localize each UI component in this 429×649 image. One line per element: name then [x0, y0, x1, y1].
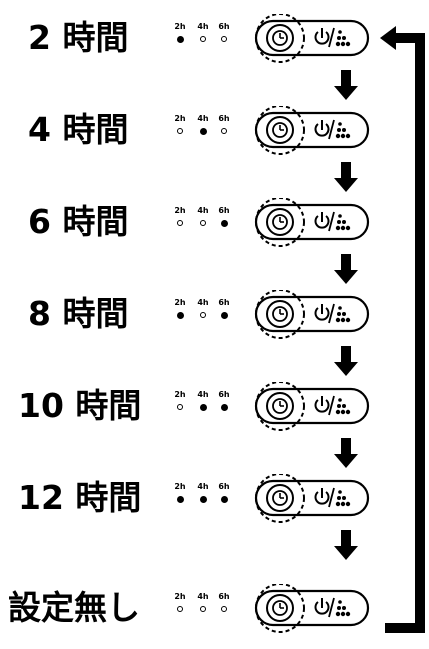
led-hour-label: 6h: [218, 390, 230, 399]
timer-button-icon[interactable]: [266, 594, 294, 622]
led-hour-label: 6h: [218, 298, 230, 307]
led-hour-label: 6h: [218, 592, 230, 601]
led-hour-label: 6h: [218, 114, 230, 123]
step-duration-label: 8 時間: [28, 294, 129, 333]
led-hour-label: 2h: [174, 592, 186, 601]
led-indicator-group: 2h 4h 6h: [172, 114, 234, 150]
led-off-indicator: [221, 606, 227, 612]
timer-button-icon[interactable]: [266, 484, 294, 512]
next-step-arrow-icon: [334, 346, 358, 376]
control-panel: [254, 290, 370, 339]
led-indicator-group: 2h 4h 6h: [172, 482, 234, 518]
led-on-indicator: [200, 496, 207, 503]
next-step-arrow-icon: [334, 162, 358, 192]
power-fan-button-icon[interactable]: [314, 27, 351, 48]
led-hour-label: 2h: [174, 114, 186, 123]
led-hour-label: 6h: [218, 482, 230, 491]
step-duration-label: 10 時間: [18, 386, 142, 425]
next-step-arrow-icon: [334, 254, 358, 284]
led-indicator-group: 2h 4h 6h: [172, 206, 234, 242]
led-hour-label: 4h: [197, 390, 209, 399]
step-duration-label: 設定無し: [8, 588, 140, 627]
timer-step-row: 2 時間 2h 4h 6h: [0, 6, 429, 76]
led-on-indicator: [221, 404, 228, 411]
led-hour-label: 6h: [218, 206, 230, 215]
led-off-indicator: [177, 220, 183, 226]
led-off-indicator: [200, 606, 206, 612]
control-panel: [254, 198, 370, 247]
led-hour-label: 4h: [197, 592, 209, 601]
timer-step-row: 6 時間 2h 4h 6h: [0, 190, 429, 260]
led-on-indicator: [221, 496, 228, 503]
control-panel: [254, 474, 370, 523]
timer-step-row: 10 時間 2h 4h 6h: [0, 374, 429, 444]
timer-button-icon[interactable]: [266, 24, 294, 52]
power-fan-button-icon[interactable]: [314, 211, 351, 232]
step-duration-label: 2 時間: [28, 18, 129, 57]
power-fan-button-icon[interactable]: [314, 487, 351, 508]
led-hour-label: 4h: [197, 206, 209, 215]
next-step-arrow-icon: [334, 70, 358, 100]
timer-step-row: 8 時間 2h 4h 6h: [0, 282, 429, 352]
next-step-arrow-icon: [334, 438, 358, 468]
timer-button-icon[interactable]: [266, 208, 294, 236]
control-panel: [254, 14, 370, 63]
power-fan-button-icon[interactable]: [314, 303, 351, 324]
led-on-indicator: [200, 128, 207, 135]
power-fan-button-icon[interactable]: [314, 395, 351, 416]
step-duration-label: 6 時間: [28, 202, 129, 241]
led-on-indicator: [177, 36, 184, 43]
timer-step-row: 12 時間 2h 4h 6h: [0, 466, 429, 536]
led-on-indicator: [177, 312, 184, 319]
led-off-indicator: [177, 128, 183, 134]
step-duration-label: 4 時間: [28, 110, 129, 149]
led-hour-label: 4h: [197, 298, 209, 307]
control-panel: [254, 106, 370, 155]
led-hour-label: 2h: [174, 482, 186, 491]
led-hour-label: 4h: [197, 114, 209, 123]
led-off-indicator: [221, 128, 227, 134]
led-hour-label: 4h: [197, 22, 209, 31]
led-indicator-group: 2h 4h 6h: [172, 390, 234, 426]
timer-button-icon[interactable]: [266, 392, 294, 420]
power-fan-button-icon[interactable]: [314, 119, 351, 140]
led-hour-label: 2h: [174, 390, 186, 399]
next-step-arrow-icon: [334, 530, 358, 560]
led-off-indicator: [200, 312, 206, 318]
led-hour-label: 2h: [174, 206, 186, 215]
led-on-indicator: [221, 220, 228, 227]
timer-step-row: 4 時間 2h 4h 6h: [0, 98, 429, 168]
led-off-indicator: [200, 220, 206, 226]
control-panel: [254, 382, 370, 431]
led-hour-label: 2h: [174, 22, 186, 31]
timer-button-icon[interactable]: [266, 300, 294, 328]
timer-step-row: 設定無し 2h 4h 6h: [0, 576, 429, 646]
return-bracket-arrow: [380, 26, 425, 633]
led-on-indicator: [200, 404, 207, 411]
led-indicator-group: 2h 4h 6h: [172, 592, 234, 628]
led-off-indicator: [177, 606, 183, 612]
led-hour-label: 4h: [197, 482, 209, 491]
control-panel: [254, 584, 370, 633]
power-fan-button-icon[interactable]: [314, 597, 351, 618]
led-off-indicator: [221, 36, 227, 42]
led-hour-label: 6h: [218, 22, 230, 31]
timer-button-icon[interactable]: [266, 116, 294, 144]
led-indicator-group: 2h 4h 6h: [172, 22, 234, 58]
step-duration-label: 12 時間: [18, 478, 142, 517]
led-on-indicator: [221, 312, 228, 319]
led-hour-label: 2h: [174, 298, 186, 307]
led-on-indicator: [177, 496, 184, 503]
led-indicator-group: 2h 4h 6h: [172, 298, 234, 334]
led-off-indicator: [200, 36, 206, 42]
led-off-indicator: [177, 404, 183, 410]
